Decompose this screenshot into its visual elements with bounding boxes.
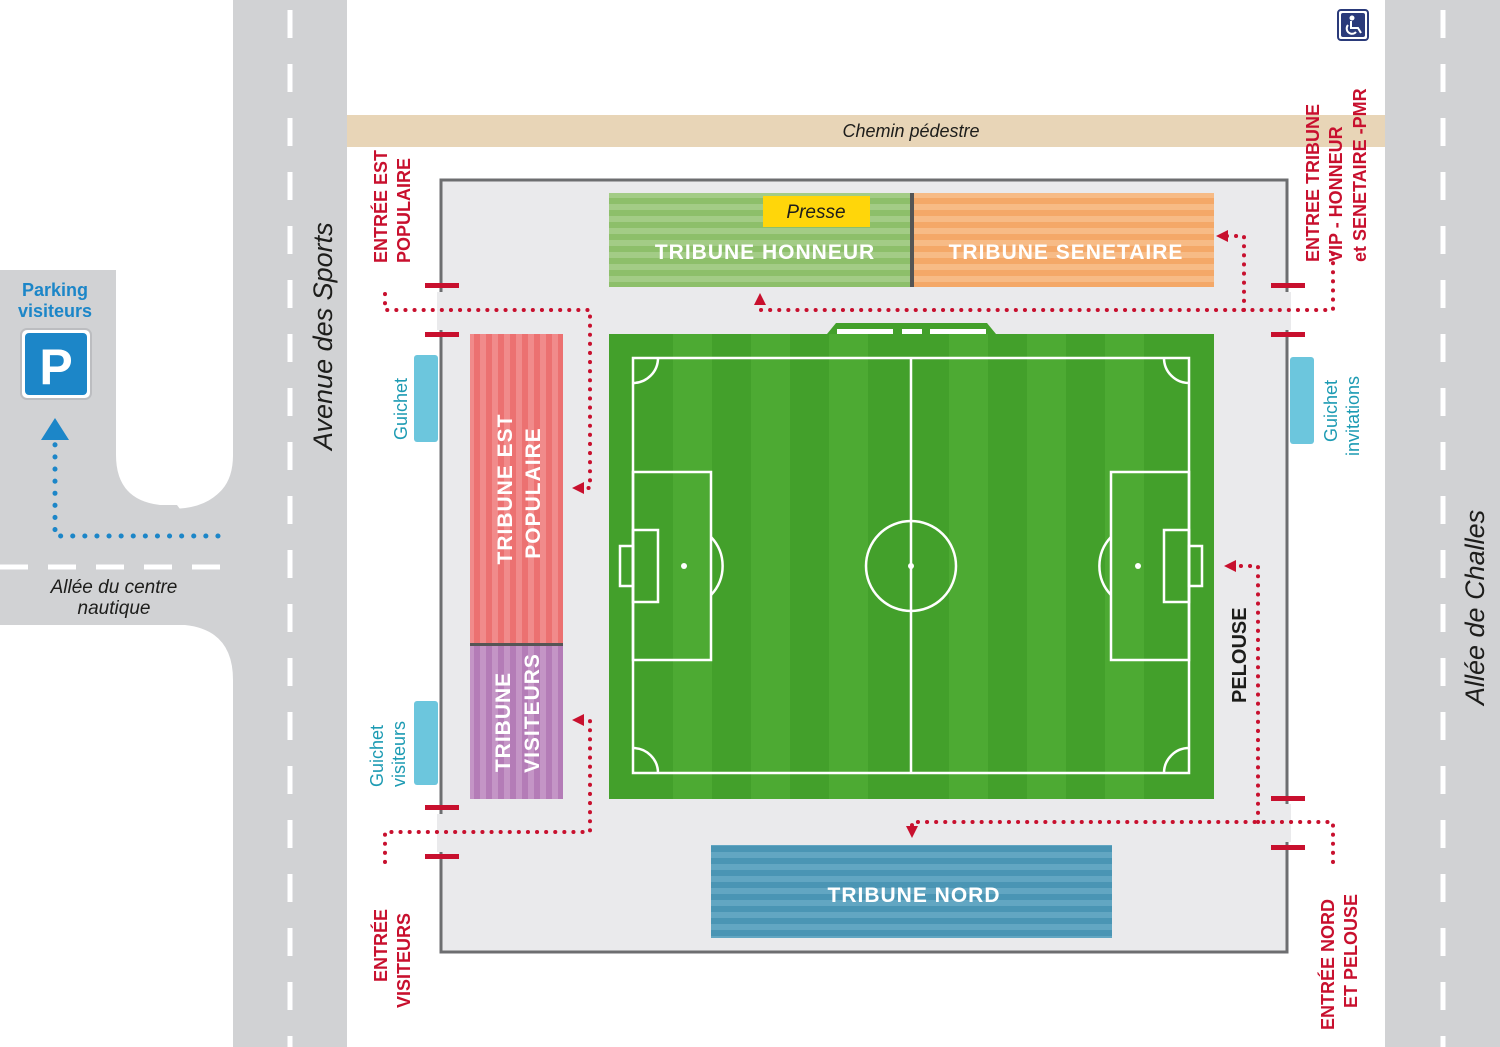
- white-block-bottom: [0, 625, 233, 1047]
- presse-box: [763, 196, 870, 227]
- entree-visiteurs-label-2: VISITEURS: [394, 913, 414, 1008]
- guichet-est-label: Guichet: [391, 378, 411, 440]
- chemin-label: Chemin pédestre: [842, 121, 979, 141]
- parking-label-1: Parking: [22, 280, 88, 300]
- entree-est-label-1: ENTRÉE EST: [370, 150, 391, 263]
- entree-est-label-2: POPULAIRE: [394, 158, 414, 263]
- parking-icon: P: [20, 328, 92, 400]
- guichet-visiteurs-label-2: visiteurs: [389, 721, 409, 787]
- tribune-nord: [711, 845, 1112, 938]
- entree-vip-label-3: et SENETAIRE -PMR: [1350, 88, 1370, 262]
- wheelchair-icon: [1337, 9, 1369, 41]
- presse-label: Presse: [786, 202, 845, 223]
- tribune-est-label-1: TRIBUNE EST: [494, 413, 517, 564]
- allee-centre-label-2: nautique: [78, 598, 151, 619]
- entree-vip-label-2: VIP - HONNEUR: [1326, 126, 1346, 262]
- avenue-sports-label: Avenue des Sports: [308, 222, 338, 452]
- entree-nord-label-2: ET PELOUSE: [1341, 894, 1361, 1008]
- guichet-invitations-booth: [1290, 357, 1314, 444]
- tribune-senetaire-label: TRIBUNE SENETAIRE: [949, 241, 1184, 264]
- entrance-paths: [383, 230, 1335, 864]
- guichet-invitations-label-2: invitations: [1343, 376, 1363, 456]
- guichet-invitations-label-1: Guichet: [1321, 380, 1341, 442]
- guichet-visiteurs-label-1: Guichet: [367, 725, 387, 787]
- pelouse-label: PELOUSE: [1229, 607, 1251, 703]
- entree-nord-label-1: ENTRÉE NORD: [1317, 899, 1338, 1030]
- guichet-est-booth: [414, 355, 438, 442]
- tribune-visiteurs: [470, 646, 563, 799]
- chemin-pedestre: [347, 115, 1385, 147]
- tribune-honneur-label: TRIBUNE HONNEUR: [655, 241, 875, 264]
- tribune-est-label-2: POPULAIRE: [522, 427, 545, 559]
- allee-centre-label-1: Allée du centre: [50, 577, 178, 598]
- tribune-est-populaire: [470, 334, 563, 645]
- parking-letter: P: [39, 339, 72, 395]
- football-pitch: [609, 323, 1214, 799]
- gates: [425, 283, 1305, 859]
- tribune-senetaire: [914, 193, 1214, 287]
- parking-label-2: visiteurs: [18, 301, 92, 321]
- entree-vip-label-1: ENTREE TRIBUNE: [1303, 104, 1323, 262]
- tribune-visiteurs-label-1: TRIBUNE: [492, 672, 515, 772]
- white-block-top: [116, 270, 233, 505]
- tribune-nord-label: TRIBUNE NORD: [828, 884, 1001, 907]
- entree-visiteurs-label-1: ENTRÉE: [370, 909, 391, 982]
- parking-route: [41, 418, 221, 539]
- allee-challes-label: Allée de Challes: [1460, 510, 1490, 707]
- tribune-visiteurs-label-2: VISITEURS: [521, 653, 544, 773]
- guichet-visiteurs-booth: [414, 701, 438, 785]
